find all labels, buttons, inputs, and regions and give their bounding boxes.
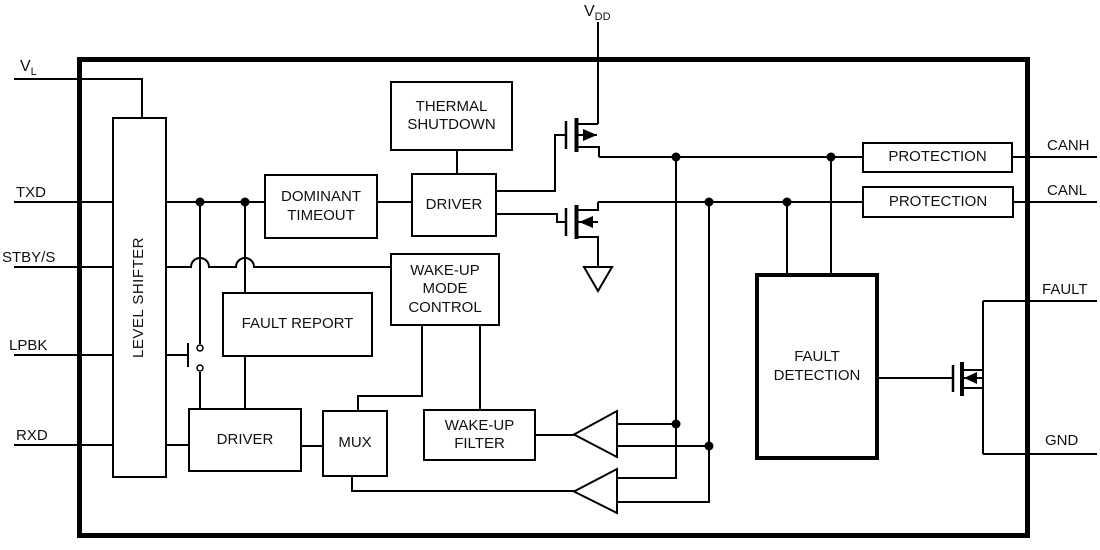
ls-mosfet-source (578, 236, 599, 267)
pin-gnd: GND (1045, 432, 1079, 449)
block-mux-label: MUX (338, 434, 372, 452)
hs-mosfet-arrow-icon (583, 129, 597, 141)
block-driver-top: DRIVER (411, 173, 497, 237)
pin-rxd: RXD (16, 427, 48, 444)
wire-driver-to-ls-gate (497, 213, 566, 223)
wire-canh-feedback (617, 157, 677, 479)
wire-canl-feedback (617, 202, 710, 503)
block-driver-bottom: DRIVER (188, 408, 302, 472)
wire-stby-to-wakeup-control (167, 257, 390, 268)
switch-contact-top (196, 344, 204, 352)
switch-contact-bottom (196, 364, 204, 372)
pin-vdd-base: V (584, 3, 595, 20)
block-dominant-timeout: DOMINANT TIMEOUT (264, 174, 378, 239)
block-protection-canl: PROTECTION (862, 186, 1014, 218)
block-driver-top-label: DRIVER (425, 195, 483, 213)
receiver1-icon (571, 409, 618, 459)
wire-receiver2-to-mux (351, 477, 574, 492)
block-dominant-timeout-label: DOMINANT TIMEOUT (281, 188, 361, 224)
wire-vl (14, 78, 143, 117)
pin-canl: CANL (1047, 182, 1088, 199)
block-level-shifter-label: LEVEL SHIFTER (130, 237, 148, 358)
block-fault-detection-label: FAULT DETECTION (773, 348, 861, 384)
pin-vl: VL (20, 58, 37, 79)
junction-dots (195, 152, 836, 451)
block-thermal-shutdown: THERMAL SHUTDOWN (390, 81, 513, 151)
pin-fault: FAULT (1042, 281, 1088, 298)
pin-vdd: VDD (584, 3, 611, 24)
ground-icon (582, 266, 614, 293)
block-protection-canh: PROTECTION (862, 142, 1013, 173)
block-protection-canl-label: PROTECTION (888, 192, 988, 210)
ls-mosfet-drain (578, 202, 599, 211)
block-wakeup-filter-label: WAKE-UP FILTER (444, 416, 515, 452)
receiver2-icon (571, 467, 618, 515)
pin-vl-base: V (20, 58, 31, 75)
block-fault-detection: FAULT DETECTION (755, 273, 879, 460)
pin-stby: STBY/S (2, 249, 56, 266)
block-driver-bottom-label: DRIVER (216, 430, 274, 448)
block-wakeup-filter: WAKE-UP FILTER (423, 409, 536, 461)
wire-wakeup-control-to-mux (357, 326, 423, 410)
wire-driver-to-hs-gate (497, 134, 566, 192)
block-thermal-shutdown-label: THERMAL SHUTDOWN (407, 97, 496, 133)
block-fault-report: FAULT REPORT (222, 292, 373, 357)
block-wakeup-mode-control: WAKE-UP MODE CONTROL (390, 253, 500, 326)
block-fault-report-label: FAULT REPORT (241, 315, 354, 333)
pin-canh: CANH (1047, 137, 1090, 154)
fault-mosfet-arrow-icon (964, 372, 977, 384)
pin-vdd-sub: DD (594, 11, 611, 24)
pin-txd: TXD (16, 184, 46, 201)
block-protection-canh-label: PROTECTION (888, 148, 987, 166)
block-mux: MUX (322, 410, 388, 477)
pin-lpbk: LPBK (9, 337, 48, 354)
ls-mosfet-arrow-icon (579, 216, 593, 228)
block-wakeup-mode-control-label: WAKE-UP MODE CONTROL (408, 262, 482, 316)
hs-mosfet-drain (578, 146, 600, 157)
pin-vl-sub: L (30, 66, 37, 79)
chip-boundary (77, 57, 1030, 538)
block-level-shifter: LEVEL SHIFTER (112, 117, 167, 478)
